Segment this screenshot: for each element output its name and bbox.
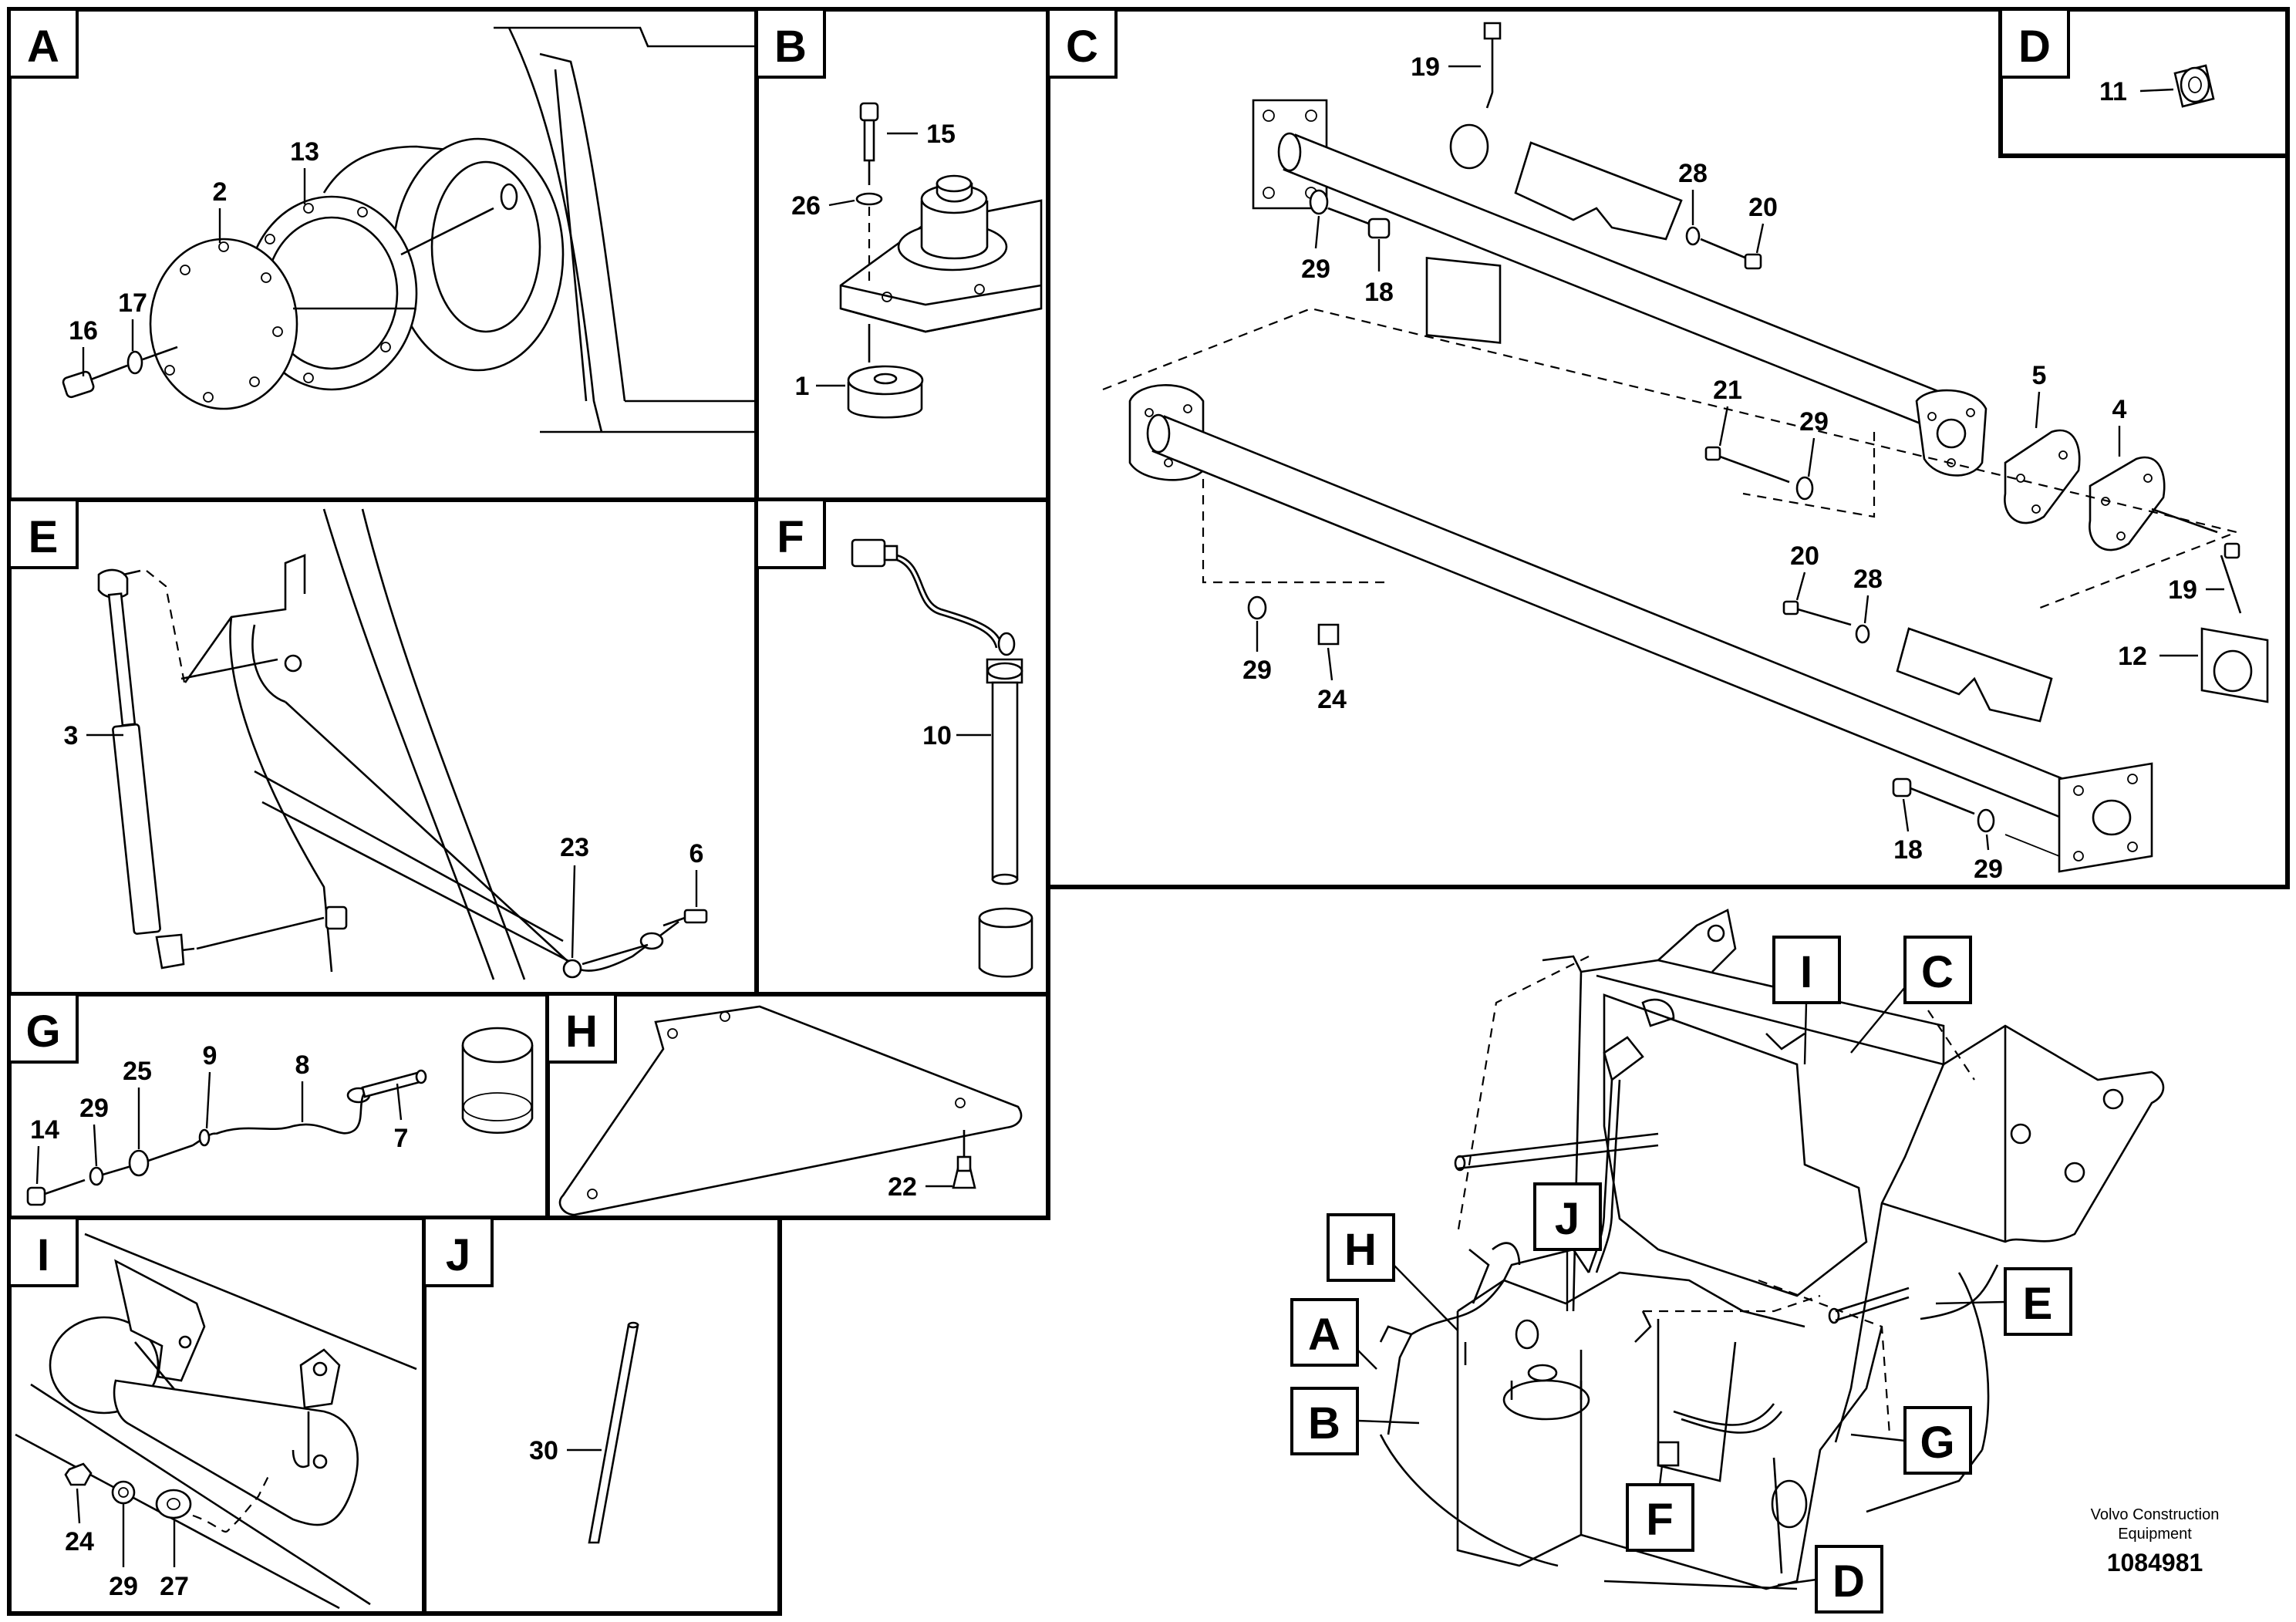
panel-g: G 14 29 25 9 8 7: [7, 992, 550, 1220]
callout-a: A: [1308, 1310, 1340, 1360]
panel-g-tag: G: [25, 1007, 60, 1057]
label-6: 6: [689, 839, 704, 868]
panel-d: D 11: [1998, 7, 2290, 158]
credit-block: Volvo Construction Equipment 1084981: [2091, 1506, 2220, 1576]
panel-f: F 10: [754, 497, 1050, 996]
label-29e: 29: [79, 1094, 109, 1123]
overview-frame-drawing: [1379, 909, 2165, 1590]
panel-i: I 24 29 27: [7, 1216, 426, 1616]
label-19b: 19: [2168, 575, 2197, 605]
label-10: 10: [922, 721, 952, 750]
callout-j: J: [1555, 1194, 1580, 1244]
label-25: 25: [123, 1057, 152, 1086]
label-3: 3: [64, 721, 79, 750]
label-29c: 29: [1242, 656, 1272, 685]
credit-company-line2: Equipment: [2118, 1526, 2192, 1543]
label-21: 21: [1713, 376, 1742, 405]
label-9: 9: [203, 1041, 217, 1071]
label-20a: 20: [1748, 193, 1778, 222]
label-28a: 28: [1678, 159, 1708, 188]
label-23: 23: [560, 833, 589, 862]
label-5: 5: [2032, 361, 2047, 390]
panel-a-tag: A: [27, 22, 59, 72]
label-26: 26: [791, 191, 821, 221]
label-12: 12: [2118, 642, 2147, 671]
callout-h: H: [1344, 1225, 1377, 1275]
label-29b: 29: [1799, 407, 1829, 437]
drawing-number: 1084981: [2107, 1549, 2203, 1576]
callout-b: B: [1308, 1398, 1340, 1448]
label-1: 1: [795, 372, 810, 401]
label-19a: 19: [1411, 52, 1440, 82]
label-22: 22: [888, 1172, 917, 1202]
label-24a: 24: [1317, 685, 1347, 714]
panel-c: C: [1046, 7, 2290, 889]
overview-callouts: I C H J A B E G F D: [1290, 936, 2072, 1614]
callout-i: I: [1800, 947, 1812, 997]
panel-h: H 22: [545, 992, 1050, 1220]
credit-company: Volvo Construction: [2091, 1506, 2220, 1523]
panel-b-tag: B: [774, 22, 807, 72]
callout-f: F: [1646, 1495, 1673, 1545]
label-14: 14: [30, 1115, 59, 1145]
label-29a: 29: [1301, 255, 1330, 284]
label-17: 17: [118, 288, 147, 318]
panel-i-tag: I: [37, 1230, 49, 1280]
label-20b: 20: [1790, 541, 1819, 571]
label-29f: 29: [109, 1572, 138, 1601]
callout-g: G: [1920, 1418, 1954, 1468]
label-8: 8: [295, 1050, 310, 1080]
label-24b: 24: [65, 1527, 94, 1556]
panel-h-tag: H: [565, 1007, 598, 1057]
panel-a: A 2 13 16 17: [7, 7, 759, 502]
panel-b: B 15 26 1: [754, 7, 1050, 502]
label-13: 13: [290, 137, 319, 167]
panel-d-tag: D: [2018, 22, 2051, 72]
callout-c: C: [1921, 947, 1954, 997]
panel-e-tag: E: [29, 512, 59, 562]
label-4: 4: [2112, 395, 2127, 424]
label-7: 7: [394, 1124, 409, 1153]
label-29d: 29: [1974, 855, 2003, 884]
label-30: 30: [529, 1436, 558, 1465]
panel-j: J 30: [422, 1216, 782, 1616]
panel-j-tag: J: [446, 1230, 470, 1280]
label-11: 11: [2099, 77, 2127, 106]
label-18a: 18: [1364, 278, 1394, 307]
label-16: 16: [69, 316, 98, 346]
panel-f-tag: F: [777, 512, 804, 562]
label-28b: 28: [1853, 565, 1883, 594]
panel-c-tag: C: [1066, 22, 1098, 72]
label-2: 2: [213, 177, 228, 207]
callout-d: D: [1832, 1556, 1865, 1607]
panel-e: E 3 23 6: [7, 497, 759, 996]
label-27: 27: [160, 1572, 189, 1601]
callout-e: E: [2023, 1279, 2053, 1329]
label-15: 15: [926, 120, 956, 149]
label-18b: 18: [1893, 835, 1923, 865]
